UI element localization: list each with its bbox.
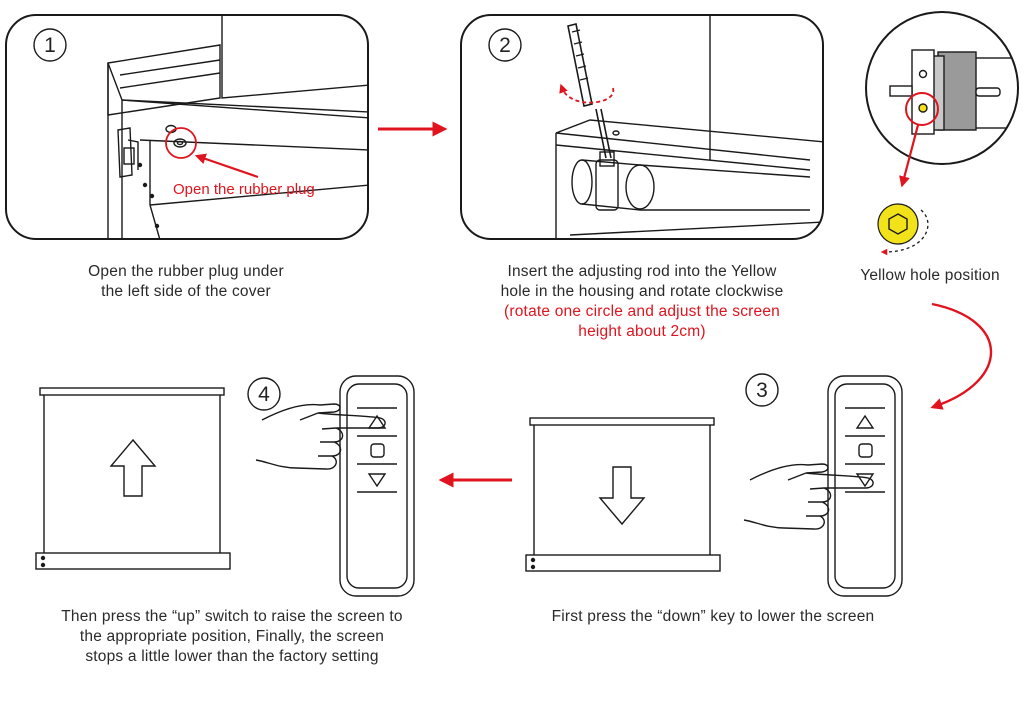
yellow-hole-icon: [877, 203, 919, 245]
step3-badge: [745, 373, 779, 407]
step4-caption: Then press the “up” switch to raise the …: [16, 607, 448, 667]
step1-number: 1: [44, 34, 56, 57]
step3-illustration: [525, 373, 903, 597]
step2-caption: Insert the adjusting rod into the Yellow…: [452, 262, 832, 342]
step2-caption-line1: Insert the adjusting rod into the Yellow: [507, 263, 777, 280]
step3-caption: First press the “down” key to lower the …: [551, 608, 875, 625]
stop-square-icon: [370, 443, 385, 458]
step2-note-line2: height about 2cm): [578, 323, 706, 340]
step2-number: 2: [499, 34, 511, 57]
step4-badge: [247, 377, 281, 411]
step3-number: 3: [756, 379, 768, 402]
step1-panel: Open the rubber plug 1: [5, 14, 369, 240]
step1-caption-line1: Open the rubber plug under: [88, 263, 284, 280]
step1-callout: Open the rubber plug: [173, 181, 315, 198]
step2-note-line1: (rotate one circle and adjust the screen: [504, 303, 780, 320]
step4-caption-line1: Then press the “up” switch to raise the …: [61, 608, 403, 625]
down-arrow-icon: [598, 466, 646, 526]
step4-caption-line3: stops a little lower than the factory se…: [85, 648, 379, 665]
step2-caption-line2: hole in the housing and rotate clockwise: [500, 283, 784, 300]
step2-badge: [488, 28, 522, 62]
step2-panel: 2: [460, 14, 824, 240]
up-arrow-icon: [109, 438, 157, 497]
detail-caption: Yellow hole position: [860, 267, 1000, 284]
step1-caption: Open the rubber plug under the left side…: [36, 262, 336, 302]
step4-number: 4: [258, 383, 270, 406]
step4-illustration: [35, 375, 415, 597]
step1-caption-line2: the left side of the cover: [101, 283, 271, 300]
down-triangle-icon: [367, 473, 387, 488]
flow-arrow-2-3: [930, 302, 993, 410]
step4-caption-line2: the appropriate position, Finally, the s…: [79, 628, 385, 645]
step1-badge: [33, 28, 67, 62]
yellow-hole-detail: [865, 11, 1019, 256]
